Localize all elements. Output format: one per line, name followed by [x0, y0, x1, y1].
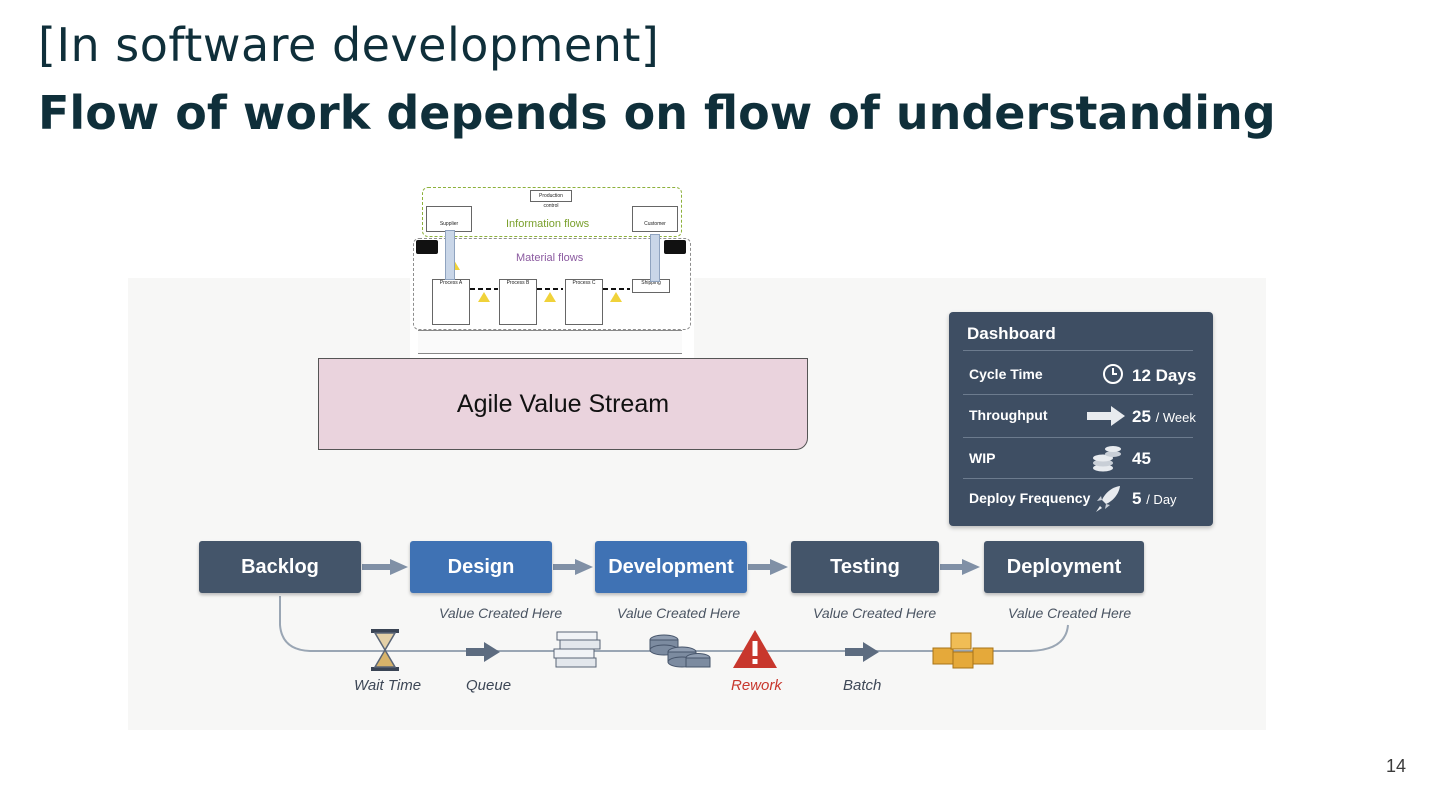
queue-arrow-icon [466, 642, 500, 662]
value-stream-map-inset: Production control Supplier Customer Inf… [410, 184, 694, 360]
process-a-box: Process A [432, 279, 470, 325]
coins-stack-icon [1093, 446, 1121, 472]
process-b-box: Process B [499, 279, 537, 325]
waste-path-line [279, 596, 1069, 652]
customer-box: Customer [632, 206, 678, 232]
stage-testing: Testing [791, 541, 939, 593]
stage-backlog: Backlog [199, 541, 361, 593]
wip-label: WIP [969, 450, 996, 466]
throughput-value: 25 / Week [1132, 407, 1196, 427]
agile-value-stream-label: Agile Value Stream [456, 389, 670, 418]
stage-label: Design [447, 555, 515, 578]
material-flows-label: Material flows [516, 252, 584, 264]
stage-label: Development [608, 555, 734, 578]
information-flows-label: Information flows [506, 218, 590, 230]
customer-arrow [650, 234, 660, 282]
agile-value-stream-box: Agile Value Stream [318, 358, 808, 450]
divider [963, 478, 1193, 479]
material-flow-frame [413, 238, 691, 330]
divider [963, 437, 1193, 438]
dashboard-panel: Dashboard Cycle Time 12 Days Throughput … [949, 312, 1213, 526]
stage-connector-head [575, 559, 593, 575]
warning-icon [733, 630, 777, 668]
hourglass-icon [371, 629, 399, 671]
stage-connector-head [962, 559, 980, 575]
inventory-triangle-icon [610, 292, 622, 302]
arrow-right-icon [1087, 406, 1125, 426]
queue-label: Queue [466, 677, 512, 694]
stage-label: Deployment [1006, 555, 1122, 578]
stage-deployment: Deployment [984, 541, 1144, 593]
supplier-arrow [445, 230, 455, 280]
value-created-note-design: Value Created Here [439, 605, 563, 621]
clock-icon [1103, 364, 1123, 384]
stage-label: Backlog [241, 555, 319, 578]
stage-development: Development [595, 541, 747, 593]
slide-title: Flow of work depends on flow of understa… [38, 86, 1276, 140]
dashboard-title: Dashboard [967, 324, 1056, 343]
throughput-number: 25 [1132, 407, 1151, 426]
divider [963, 394, 1193, 395]
stage-connector-head [390, 559, 408, 575]
stage-connector-head [770, 559, 788, 575]
deploy-frequency-label: Deploy Frequency [969, 490, 1091, 506]
stage-connector [362, 564, 392, 570]
batch-arrow-icon [845, 642, 879, 662]
truck-icon [664, 240, 686, 254]
push-arrow [603, 288, 630, 290]
stage-connector [940, 564, 964, 570]
production-control-box: Production control [530, 190, 572, 209]
deploy-frequency-unit: / Day [1146, 492, 1177, 507]
wait-time-label: Wait Time [354, 677, 422, 694]
slide-kicker: [In software development] [38, 18, 660, 72]
process-c-box: Process C [565, 279, 603, 325]
truck-icon [416, 240, 438, 254]
cycle-time-label: Cycle Time [969, 366, 1043, 382]
cycle-time-value: 12 Days [1132, 366, 1197, 385]
batch-label: Batch [843, 677, 882, 694]
value-created-note-deployment: Value Created Here [1008, 605, 1132, 621]
database-stack-icon [649, 634, 711, 668]
push-arrow [537, 288, 563, 290]
rework-label: Rework [731, 677, 782, 694]
throughput-label: Throughput [969, 407, 1048, 423]
wip-value: 45 [1132, 449, 1151, 468]
stage-label: Testing [830, 555, 900, 578]
supplier-box: Supplier [426, 206, 472, 232]
throughput-unit: / Week [1155, 410, 1196, 425]
deploy-frequency-value: 5 / Day [1132, 489, 1177, 509]
value-created-note-testing: Value Created Here [813, 605, 937, 621]
boxes-icon [932, 632, 994, 669]
value-created-note-development: Value Created Here [617, 605, 741, 621]
rocket-icon [1096, 486, 1120, 512]
push-arrow [470, 288, 498, 290]
stage-design: Design [410, 541, 552, 593]
deploy-frequency-number: 5 [1132, 489, 1142, 508]
stage-connector [553, 564, 577, 570]
shipping-box: Shipping [632, 279, 670, 293]
information-flow-frame [422, 187, 682, 237]
divider [963, 350, 1193, 351]
document-stack-icon [553, 631, 601, 668]
page-number: 14 [1385, 756, 1406, 776]
timeline-ladder [418, 330, 682, 354]
inventory-triangle-icon [478, 292, 490, 302]
stage-connector [748, 564, 772, 570]
inventory-triangle-icon [544, 292, 556, 302]
